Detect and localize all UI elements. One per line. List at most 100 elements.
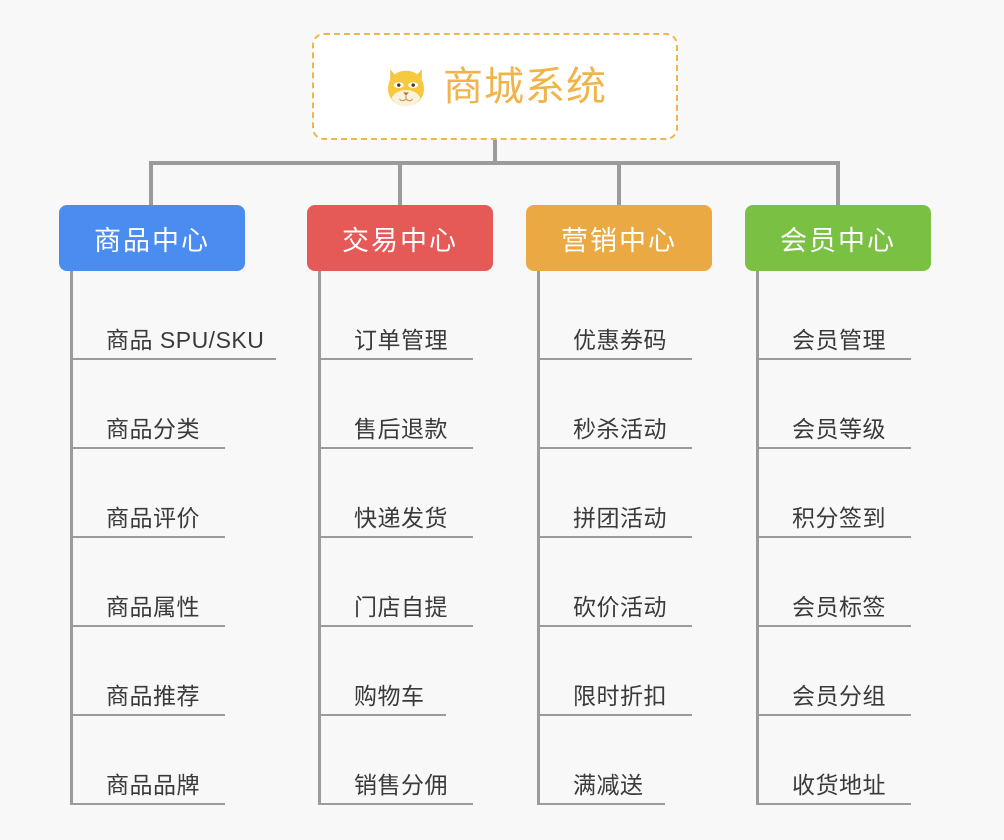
leaf-label: 积分签到 [792,505,886,531]
branch-header-product-center[interactable]: 商品中心 [59,205,245,271]
leaf-label: 商品属性 [106,594,200,620]
leaf-item[interactable]: 拼团活动 [537,449,712,538]
leaf-item[interactable]: 门店自提 [318,538,493,627]
leaf-label: 商品评价 [106,505,200,531]
leaf-item[interactable]: 秒杀活动 [537,360,712,449]
leaf-label: 商品分类 [106,416,200,442]
branch-column-member-center: 会员中心 会员管理 会员等级 积分签到 会员标签 会员分组 [745,205,931,805]
leaf-label: 拼团活动 [573,505,667,531]
leaf-underline [318,358,473,360]
leaf-underline [756,358,911,360]
leaf-label: 商品品牌 [106,772,200,798]
connector-drop-4 [836,161,840,205]
leaf-item[interactable]: 商品推荐 [70,627,264,716]
branch-spine [537,271,540,805]
connector-drop-3 [617,161,621,205]
leaf-item[interactable]: 商品 SPU/SKU [70,271,276,360]
leaf-item[interactable]: 商品分类 [70,360,264,449]
leaf-underline [318,625,473,627]
leaf-underline [70,536,225,538]
leaf-item[interactable]: 购物车 [318,627,493,716]
branch-header-trade-center[interactable]: 交易中心 [307,205,493,271]
leaf-item[interactable]: 会员等级 [756,360,931,449]
leaf-label: 购物车 [354,683,425,709]
leaf-underline [70,714,225,716]
leaf-label: 会员管理 [792,327,886,353]
branch-header-label: 商品中心 [94,225,210,256]
leaf-item[interactable]: 售后退款 [318,360,493,449]
branch-items-marketing-center: 优惠券码 秒杀活动 拼团活动 砍价活动 限时折扣 满减送 [537,271,712,805]
branch-header-label: 交易中心 [342,225,458,256]
branch-column-product-center: 商品中心 商品 SPU/SKU 商品分类 商品评价 商品属性 商品推荐 [59,205,276,805]
branch-column-marketing-center: 营销中心 优惠券码 秒杀活动 拼团活动 砍价活动 限时折扣 [526,205,712,805]
leaf-underline [756,803,911,805]
leaf-label: 会员标签 [792,594,886,620]
branch-column-trade-center: 交易中心 订单管理 售后退款 快递发货 门店自提 购物车 [307,205,493,805]
leaf-underline [537,803,665,805]
leaf-label: 商品 SPU/SKU [106,327,265,353]
leaf-underline [756,447,911,449]
leaf-label: 会员分组 [792,683,886,709]
connector-drop-1 [149,161,153,205]
leaf-item[interactable]: 砍价活动 [537,538,712,627]
leaf-label: 优惠券码 [573,327,667,353]
leaf-label: 会员等级 [792,416,886,442]
leaf-underline [537,625,692,627]
leaf-item[interactable]: 快递发货 [318,449,493,538]
leaf-item[interactable]: 收货地址 [756,716,931,805]
leaf-label: 订单管理 [354,327,448,353]
branch-spine [318,271,321,805]
branch-header-label: 会员中心 [780,225,896,256]
branch-items-trade-center: 订单管理 售后退款 快递发货 门店自提 购物车 销售分佣 [318,271,493,805]
leaf-underline [537,358,692,360]
branch-spine [70,271,73,805]
branch-spine [756,271,759,805]
leaf-underline [70,625,225,627]
branch-header-label: 营销中心 [561,225,677,256]
leaf-item[interactable]: 会员管理 [756,271,931,360]
leaf-label: 快递发货 [354,505,448,531]
leaf-label: 砍价活动 [573,594,667,620]
connector-horizontal-bus [149,161,840,165]
leaf-item[interactable]: 满减送 [537,716,712,805]
leaf-item[interactable]: 会员分组 [756,627,931,716]
leaf-label: 满减送 [573,772,644,798]
leaf-underline [756,625,911,627]
leaf-item[interactable]: 商品评价 [70,449,264,538]
connector-root-stem [493,140,497,164]
leaf-underline [537,536,692,538]
leaf-underline [318,536,473,538]
leaf-label: 收货地址 [792,772,886,798]
leaf-item[interactable]: 销售分佣 [318,716,493,805]
branch-items-product-center: 商品 SPU/SKU 商品分类 商品评价 商品属性 商品推荐 商品品牌 [70,271,276,805]
leaf-label: 售后退款 [354,416,448,442]
leaf-item[interactable]: 订单管理 [318,271,493,360]
leaf-underline [70,358,276,360]
leaf-label: 限时折扣 [573,683,667,709]
leaf-underline [756,536,911,538]
leaf-item[interactable]: 商品属性 [70,538,264,627]
leaf-underline [70,803,225,805]
leaf-underline [537,447,692,449]
leaf-underline [537,714,692,716]
leaf-item[interactable]: 优惠券码 [537,271,712,360]
root-node[interactable]: 商城系统 [312,33,678,140]
leaf-label: 秒杀活动 [573,416,667,442]
connector-drop-2 [398,161,402,205]
leaf-underline [70,447,225,449]
leaf-label: 商品推荐 [106,683,200,709]
leaf-item[interactable]: 会员标签 [756,538,931,627]
branch-header-member-center[interactable]: 会员中心 [745,205,931,271]
root-title: 商城系统 [443,64,607,109]
leaf-item[interactable]: 积分签到 [756,449,931,538]
leaf-underline [318,447,473,449]
branch-items-member-center: 会员管理 会员等级 积分签到 会员标签 会员分组 收货地址 [756,271,931,805]
leaf-item[interactable]: 商品品牌 [70,716,264,805]
leaf-label: 销售分佣 [354,772,448,798]
branch-header-marketing-center[interactable]: 营销中心 [526,205,712,271]
leaf-underline [318,803,473,805]
leaf-label: 门店自提 [354,594,448,620]
leaf-underline [318,714,446,716]
leaf-item[interactable]: 限时折扣 [537,627,712,716]
